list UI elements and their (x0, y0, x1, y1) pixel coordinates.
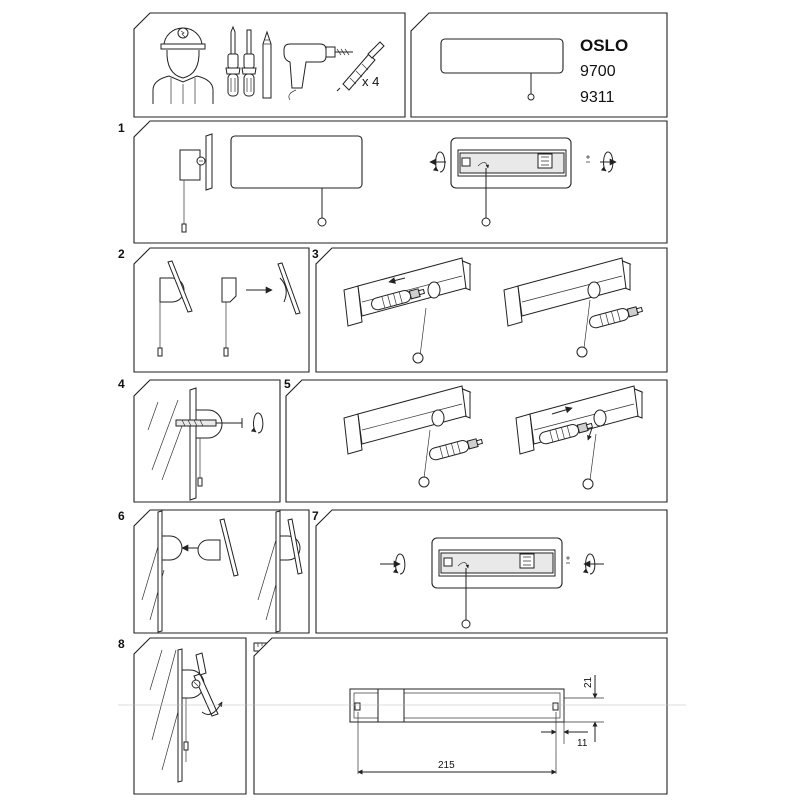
product-panel: OSLO 9700 9311 (410, 12, 668, 118)
step-2-panel (133, 247, 310, 373)
product-code-1: 9700 (580, 63, 616, 80)
step-label-4: 4 (118, 377, 125, 391)
rotate-icon (429, 152, 617, 172)
step-label-3: 3 (312, 247, 319, 261)
step-label-1: 1 (118, 121, 125, 135)
dimension-offset: 11 (577, 738, 588, 749)
step-label-8: 8 (118, 637, 125, 651)
step-1-panel (133, 120, 668, 244)
product-code-2: 9311 (580, 89, 615, 106)
step-label-5: 5 (284, 377, 291, 391)
step-4-panel (133, 379, 281, 503)
dimension-width: 215 (438, 760, 455, 771)
screwdriver-icon (225, 25, 257, 97)
step-label-2: 2 (118, 247, 125, 261)
step-8-panel (133, 637, 247, 795)
dimensions-panel: 21 11 215 (253, 637, 668, 795)
step-3-panel (315, 247, 668, 373)
product-name: OSLO (580, 36, 628, 55)
step-label-6: 6 (118, 509, 125, 523)
tools-panel: x 4 (133, 12, 406, 118)
step-7-panel (315, 509, 668, 634)
wall-plug-icon (336, 41, 385, 92)
dimension-height: 21 (583, 676, 594, 688)
installer-icon (152, 27, 214, 104)
pencil-icon (262, 30, 272, 99)
anchor-quantity: x 4 (362, 74, 379, 89)
drill-icon (283, 43, 353, 101)
step-6-panel (133, 509, 310, 634)
step-5-panel (285, 379, 668, 503)
step-label-7: 7 (312, 509, 319, 523)
